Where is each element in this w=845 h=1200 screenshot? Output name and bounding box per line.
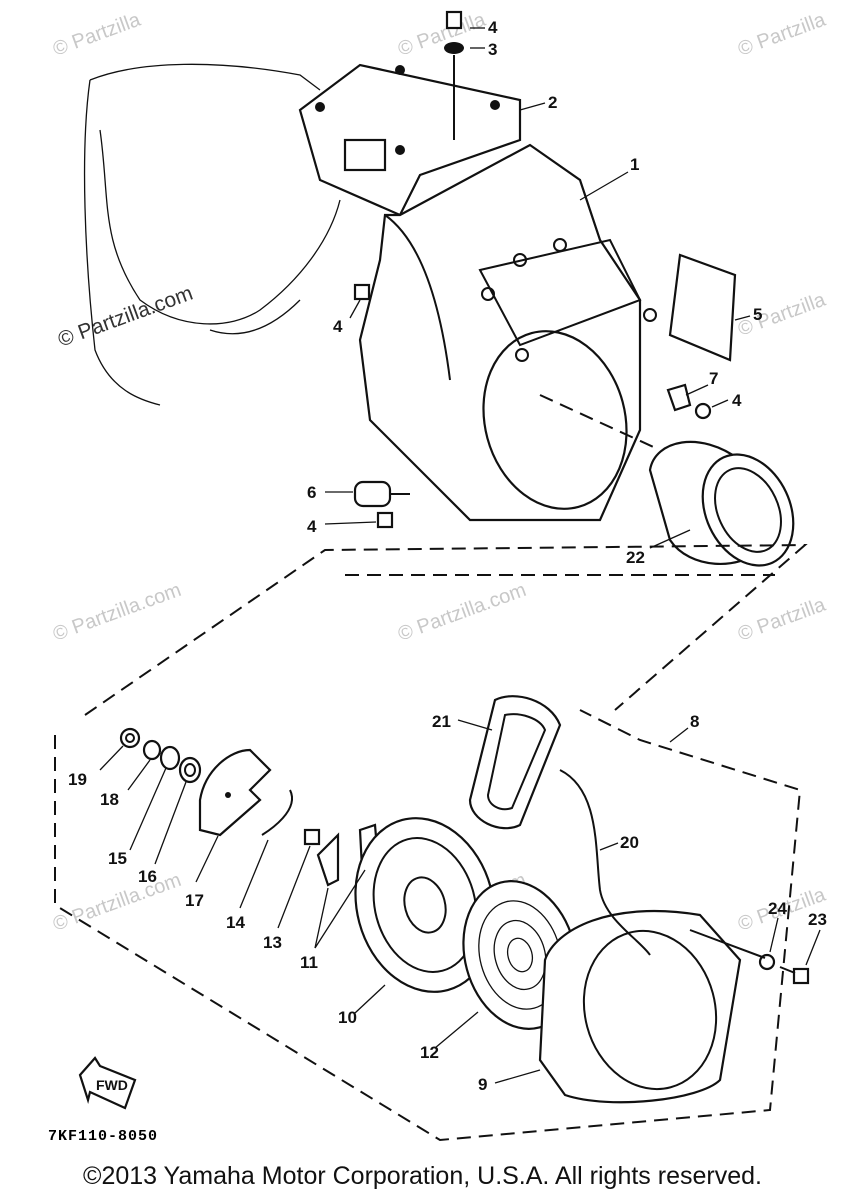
callout-4: 4 bbox=[732, 391, 742, 410]
fwd-arrow-icon: FWD bbox=[78, 1056, 137, 1110]
callout-13: 13 bbox=[263, 933, 282, 952]
part-2-bracket bbox=[298, 63, 522, 217]
callout-22: 22 bbox=[626, 548, 645, 567]
callout-19: 19 bbox=[68, 770, 87, 789]
part-5-plate bbox=[668, 253, 737, 362]
callout-14: 14 bbox=[226, 913, 245, 932]
callout-3: 3 bbox=[488, 40, 497, 59]
callout-21: 21 bbox=[432, 712, 451, 731]
callout-numbers: 1 2 3 4 4 4 4 5 6 7 8 9 10 11 12 13 14 1… bbox=[68, 18, 827, 1094]
callout-4: 4 bbox=[333, 317, 343, 336]
callout-23: 23 bbox=[808, 910, 827, 929]
callout-4: 4 bbox=[307, 517, 317, 536]
part-1-fan-housing bbox=[358, 143, 657, 522]
callout-17: 17 bbox=[185, 891, 204, 910]
callout-16: 16 bbox=[138, 867, 157, 886]
copyright-text: ©2013 Yamaha Motor Corporation, U.S.A. A… bbox=[83, 1162, 762, 1190]
callout-4: 4 bbox=[488, 18, 498, 37]
callout-leaders bbox=[99, 27, 821, 1084]
assembly-boundary bbox=[84, 543, 808, 716]
callout-24: 24 bbox=[768, 899, 787, 918]
part-9-case bbox=[538, 910, 742, 1104]
callout-11: 11 bbox=[300, 953, 318, 972]
callout-7: 7 bbox=[709, 369, 718, 388]
part-20-rope bbox=[559, 769, 651, 956]
callout-10: 10 bbox=[338, 1008, 357, 1027]
part-17-plate bbox=[198, 748, 272, 837]
callout-9: 9 bbox=[478, 1075, 487, 1094]
fwd-label: FWD bbox=[96, 1077, 128, 1093]
part-4-bolt-top bbox=[444, 10, 464, 140]
part-13-pin bbox=[303, 828, 321, 846]
leader-dashed bbox=[539, 394, 661, 451]
part-11-pawl bbox=[316, 832, 340, 887]
leader-line bbox=[689, 929, 766, 959]
engine-outline bbox=[83, 63, 341, 406]
part-23-bolt bbox=[779, 966, 810, 985]
callout-8: 8 bbox=[690, 712, 699, 731]
callout-1: 1 bbox=[630, 155, 639, 174]
callout-6: 6 bbox=[307, 483, 316, 502]
part-22-pulley bbox=[648, 440, 795, 567]
callout-2: 2 bbox=[548, 93, 557, 112]
part-7-clip bbox=[666, 383, 692, 412]
part-4-bolts bbox=[353, 283, 712, 529]
callout-12: 12 bbox=[420, 1043, 439, 1062]
part-14-spring bbox=[261, 789, 293, 836]
callout-5: 5 bbox=[753, 305, 762, 324]
diagram-code: 7KF110-8050 bbox=[48, 1128, 159, 1145]
part-6-damper bbox=[353, 480, 410, 508]
callout-20: 20 bbox=[620, 833, 639, 852]
part-21-handle bbox=[468, 695, 562, 830]
washer-stack bbox=[119, 727, 202, 784]
callout-18: 18 bbox=[100, 790, 119, 809]
callout-15: 15 bbox=[108, 849, 127, 868]
